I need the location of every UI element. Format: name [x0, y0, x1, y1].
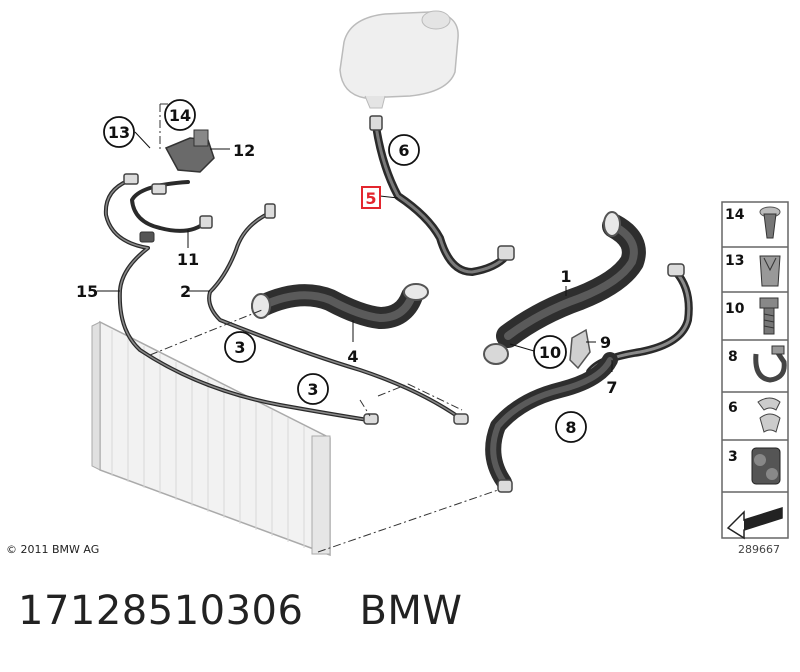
callout-11: 11 [177, 250, 199, 269]
expansion-tank [339, 10, 459, 109]
legend-item-3: 3 [728, 449, 738, 465]
svg-text:6: 6 [398, 141, 409, 160]
svg-text:10: 10 [539, 343, 561, 362]
hose-connectors [123, 115, 685, 493]
brand-name: BMW [359, 588, 463, 634]
legend-item-6: 6 [728, 400, 738, 416]
radiator [91, 320, 331, 557]
callout-8: 8 [555, 411, 587, 443]
callout-15: 15 [76, 282, 98, 301]
rivet-icon [759, 206, 781, 239]
callout-14: 14 [164, 99, 196, 131]
svg-text:13: 13 [108, 123, 130, 142]
figure-number: 289667 [738, 543, 780, 556]
callout-12: 12 [233, 141, 255, 160]
callout-4: 4 [347, 347, 358, 366]
svg-text:3: 3 [307, 380, 318, 399]
callout-13: 13 [103, 116, 135, 148]
callout-1: 1 [560, 267, 571, 286]
svg-text:8: 8 [565, 418, 576, 437]
part-number: 17128510306 [18, 588, 304, 634]
svg-text:3: 3 [234, 338, 245, 357]
bolt-icon [759, 297, 779, 335]
callout-7: 7 [606, 378, 617, 397]
svg-text:5: 5 [365, 189, 376, 208]
part-caption: 17128510306 BMW [18, 588, 462, 634]
hose-clamp-icon [753, 345, 787, 383]
legend-item-14: 14 [725, 207, 745, 223]
clip-nut-icon [759, 255, 781, 287]
svg-text:14: 14 [169, 106, 191, 125]
spring-clip-icon [757, 397, 781, 433]
double-clip-icon [751, 447, 781, 485]
callout-9: 9 [600, 333, 611, 352]
callout-6: 6 [388, 134, 420, 166]
callout-3b: 3 [297, 373, 329, 405]
arrow-icon [726, 506, 783, 540]
callout-5-highlighted: 5 [361, 186, 381, 209]
legend-item-13: 13 [725, 253, 744, 269]
legend-item-10: 10 [725, 301, 745, 317]
parts-legend: 14 13 10 8 6 3 [721, 201, 789, 540]
hose-11 [130, 180, 208, 233]
callout-10: 10 [533, 335, 567, 369]
coolant-hose-diagram: 14 13 6 3 3 10 8 12 11 15 2 4 1 9 7 5 [76, 10, 789, 557]
legend-item-8: 8 [728, 349, 738, 365]
callout-3a: 3 [224, 331, 256, 363]
copyright-notice: © 2011 BMW AG [6, 543, 100, 556]
callout-2: 2 [180, 282, 191, 301]
hose-2 [207, 210, 462, 420]
